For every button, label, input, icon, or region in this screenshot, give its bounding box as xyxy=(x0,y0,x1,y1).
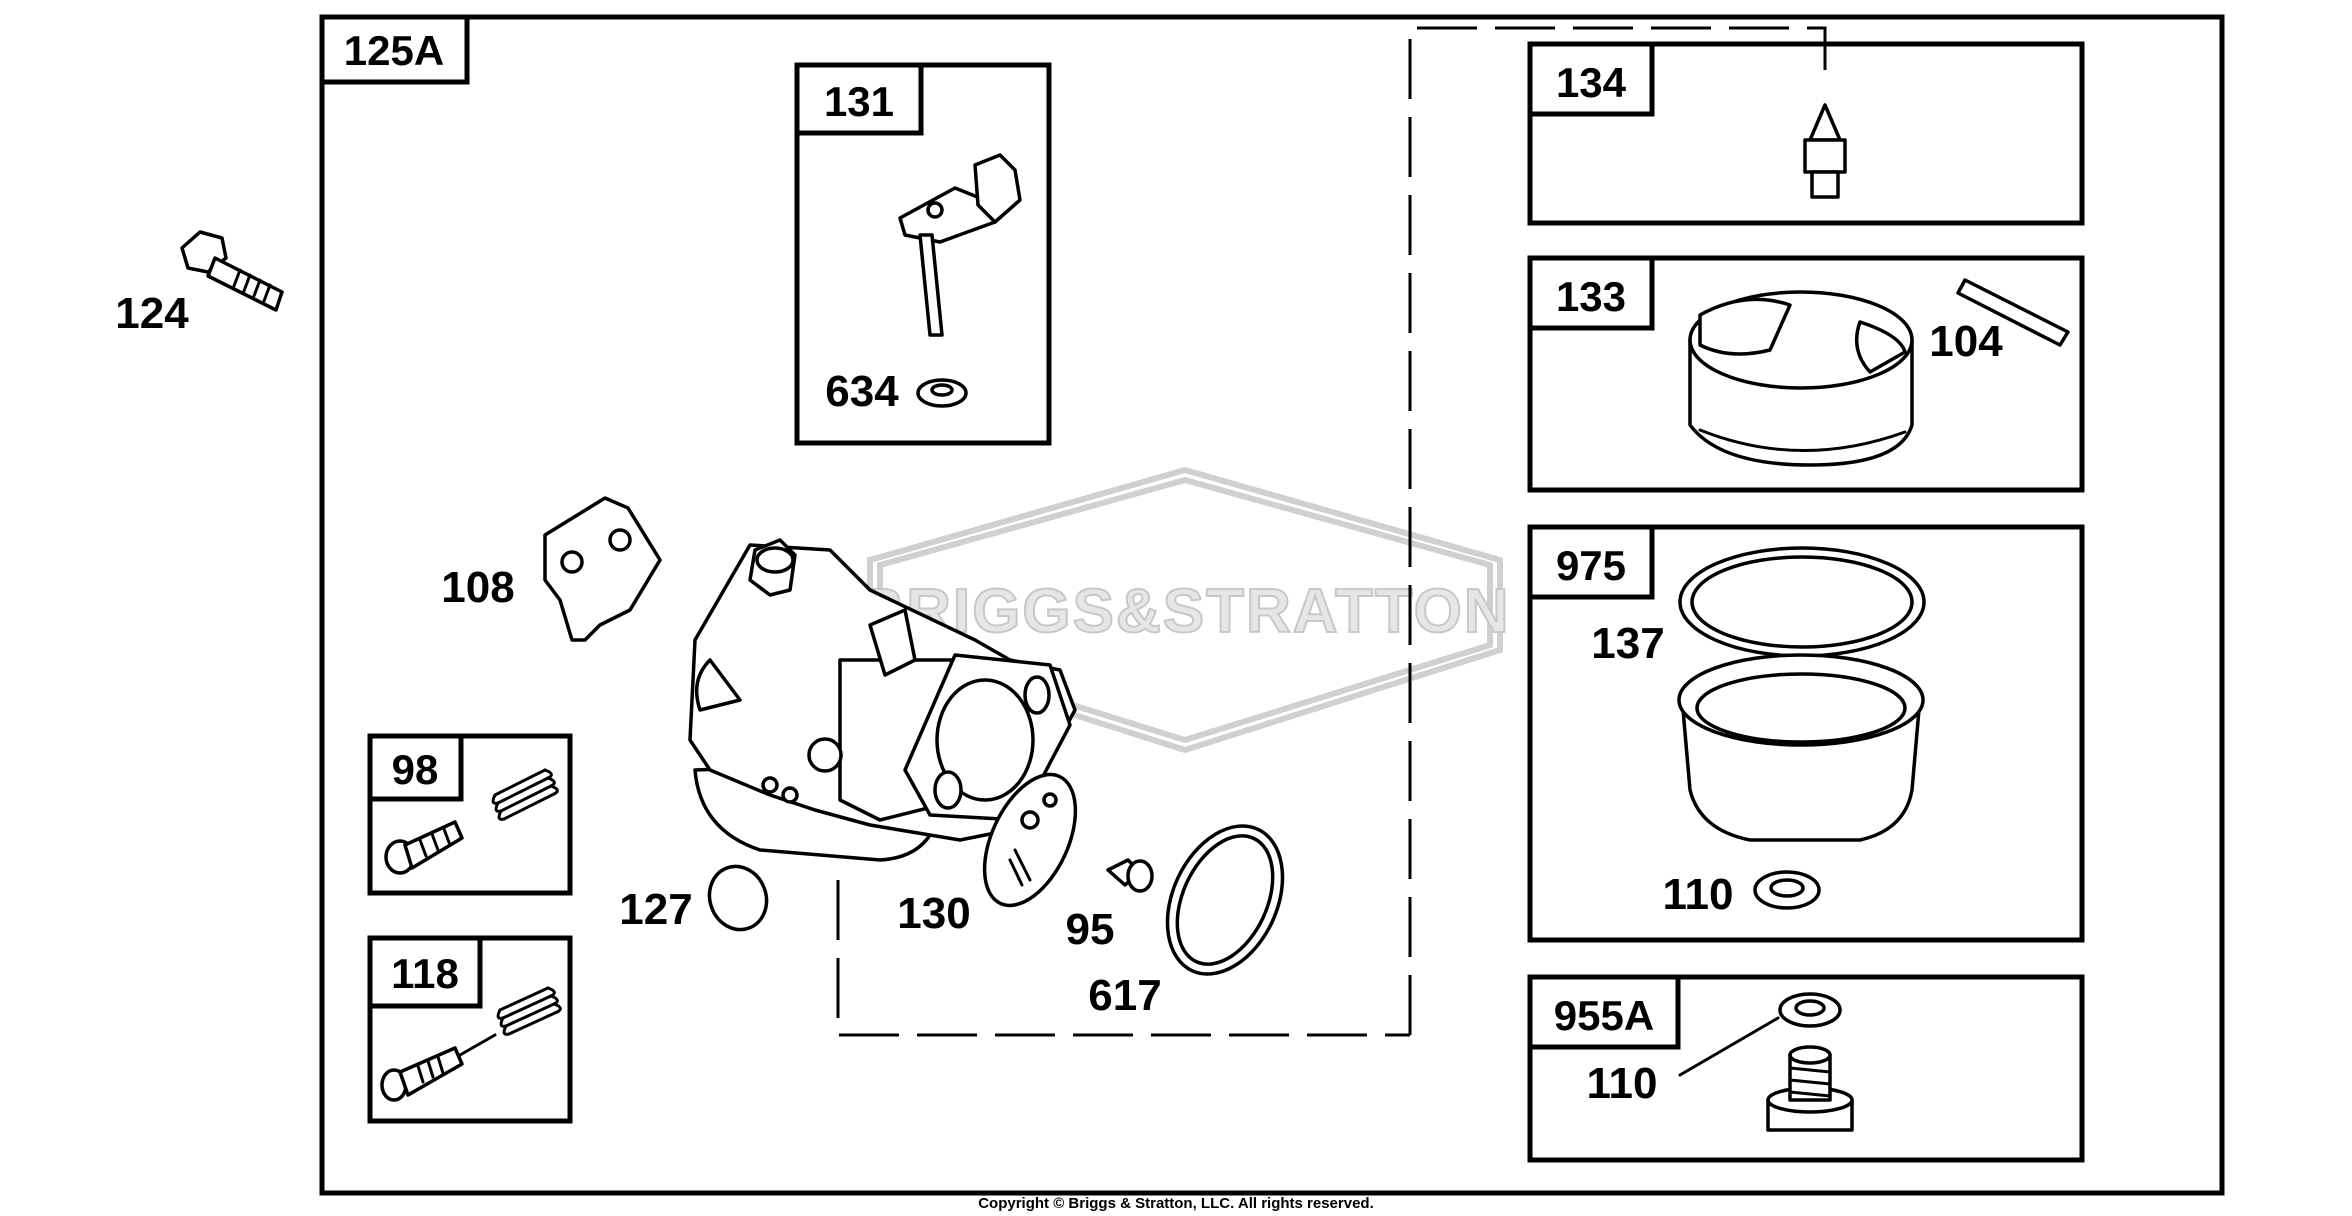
box-98 xyxy=(367,733,573,896)
box-118-tab xyxy=(367,935,483,1009)
box-134 xyxy=(1527,41,2085,226)
box-955a xyxy=(1527,974,2085,1163)
callout-130: 130 xyxy=(897,889,970,938)
box-133 xyxy=(1527,255,2085,493)
box-955a-tab xyxy=(1527,974,1681,1050)
box-131-number: 131 xyxy=(824,78,894,125)
box-975-tab xyxy=(1527,524,1655,600)
callout-617: 617 xyxy=(1088,971,1161,1020)
callout-110-bowl: 110 xyxy=(1663,870,1734,919)
hinge-pin-part xyxy=(1956,278,2070,347)
inlet-needle-part xyxy=(1803,103,1847,199)
callout-137: 137 xyxy=(1591,619,1664,668)
box-975 xyxy=(1527,524,2085,943)
carburetor-body-part xyxy=(688,538,1077,862)
float-bowl-part xyxy=(1677,653,1925,842)
box-133-number: 133 xyxy=(1556,273,1626,320)
callout-127: 127 xyxy=(619,885,692,934)
connector-line-lower xyxy=(836,880,1410,1037)
mixture-needle-part xyxy=(380,1033,497,1102)
box-955a-number: 955A xyxy=(1554,992,1654,1039)
throttle-shaft-part xyxy=(898,153,1022,337)
washer-part-110 xyxy=(1753,870,1821,910)
idle-screw-part xyxy=(384,820,464,875)
box-131-tab xyxy=(794,62,924,136)
washer-part-634 xyxy=(916,378,968,408)
box-133-tab xyxy=(1527,255,1655,331)
washer-part-110-bolt xyxy=(1778,992,1842,1028)
bolt-part-124 xyxy=(180,230,284,312)
leader-line-110 xyxy=(1678,1016,1780,1077)
callout-108: 108 xyxy=(441,563,514,612)
callout-124: 124 xyxy=(115,289,189,338)
screw-part-95 xyxy=(1106,858,1154,893)
choke-plate-part-108 xyxy=(543,496,662,642)
gasket-ring-part xyxy=(1678,546,1926,658)
spring-icon xyxy=(496,986,562,1036)
box-975-number: 975 xyxy=(1556,542,1626,589)
callout-110-nut: 110 xyxy=(1587,1059,1658,1108)
o-ring-part-617 xyxy=(1165,824,1285,976)
brand-watermark: BRIGGS&STRATTON xyxy=(858,466,1510,754)
box-134-tab xyxy=(1527,41,1655,117)
box-134-number: 134 xyxy=(1556,59,1627,106)
callout-95: 95 xyxy=(1066,905,1115,954)
assembly-number-tab xyxy=(319,14,470,85)
box-98-number: 98 xyxy=(392,746,439,793)
bowl-nut-part xyxy=(1766,1045,1854,1132)
box-98-tab xyxy=(367,733,464,802)
copyright-text: Copyright © Briggs & Stratton, LLC. All … xyxy=(978,1195,1374,1212)
box-118-number: 118 xyxy=(391,950,459,997)
assembly-frame xyxy=(319,14,2225,1196)
welch-plug-part-127 xyxy=(707,864,769,932)
float-part xyxy=(1688,290,1914,467)
callout-104: 104 xyxy=(1929,317,2003,366)
gasket-part-130 xyxy=(982,772,1078,908)
watermark-text: BRIGGS&STRATTON xyxy=(859,577,1510,646)
callout-634: 634 xyxy=(825,367,899,416)
connector-line-upper xyxy=(1408,26,1827,1035)
assembly-number: 125A xyxy=(344,27,444,74)
spring-icon xyxy=(491,768,559,821)
